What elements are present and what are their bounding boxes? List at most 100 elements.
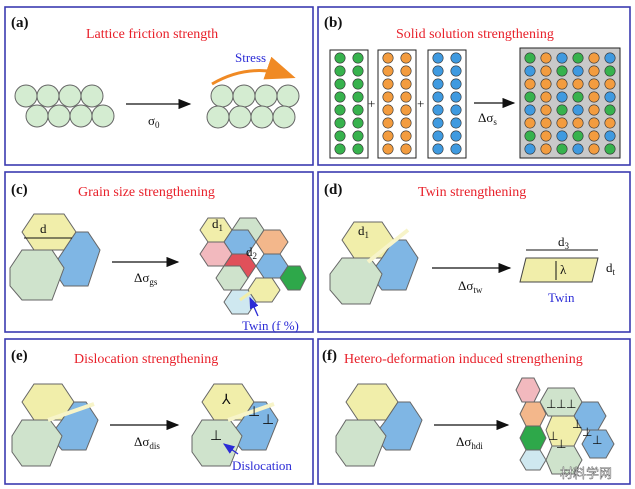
panel-d-title: Twin strengthening [418,185,526,200]
orange-atom [382,117,394,129]
mixed-atom [604,65,616,77]
orange-atom [400,78,412,90]
blue-atom [432,117,444,129]
mixed-atom [604,117,616,129]
panel-a-frame [4,6,314,166]
mixed-atom [540,117,552,129]
twin-plate [519,257,599,283]
mixed-atom [556,143,568,155]
blue-atom [450,91,462,103]
mixed-atom [524,78,536,90]
mixed-atom [556,91,568,103]
orange-atom [382,52,394,64]
mixed-atom [604,52,616,64]
svg-text:⊥: ⊥ [556,437,566,451]
orange-atom-block [377,49,417,159]
mixed-atom [524,52,536,64]
mixed-atom-block [519,47,621,159]
mixed-atom [588,91,600,103]
mixed-atom [540,143,552,155]
mixed-atom [540,52,552,64]
panel-c-label: (c) [11,182,28,198]
orange-atom [400,130,412,142]
panel-b-label: (b) [324,15,342,31]
green-atom [334,143,346,155]
green-atom [352,78,364,90]
svg-text:⊥: ⊥ [546,397,556,411]
panel-a-title: Lattice friction strength [86,27,218,42]
mixed-atom [540,65,552,77]
mixed-atom [524,130,536,142]
mixed-atom [556,104,568,116]
mixed-atom [588,65,600,77]
twin-d3-label: d3 [558,234,570,251]
blue-atom-block [427,49,467,159]
green-atom [352,104,364,116]
panel-d-frame [317,171,631,333]
dislocation-pointer [222,443,239,455]
green-atom [334,65,346,77]
band-e-left [47,402,95,422]
grain-d-label: d [40,221,47,236]
grain-left [9,213,101,301]
orange-atom [400,65,412,77]
orange-atoms [382,52,412,155]
grain-d1-label: d1 [212,216,223,233]
mixed-atom [524,65,536,77]
twin-band-d [366,228,410,264]
mixed-atom [540,78,552,90]
orange-atom [400,117,412,129]
dislocation-symbols: ⅄ ⊥ ⊥ ⊥ [210,392,274,444]
mixed-atom [524,91,536,103]
svg-text:⊥: ⊥ [548,429,558,443]
green-atom [352,65,364,77]
mixed-atom [604,104,616,116]
green-atom [334,117,346,129]
panel-e-label: (e) [11,348,28,364]
green-atom [334,91,346,103]
orange-atom [382,143,394,155]
plus-2: + [417,96,424,111]
green-atom [334,52,346,64]
orange-atom [382,78,394,90]
blue-atom [432,143,444,155]
watermark: 材料学网 [560,466,612,482]
mixed-atom [604,130,616,142]
blue-atoms [432,52,462,155]
mixed-atom [524,104,536,116]
panel-e-frame [4,338,314,485]
delta-sigma-gs-label: Δσgs [134,270,158,287]
panel-f-frame [317,338,631,485]
mixed-atom [540,91,552,103]
panel-c-frame [4,171,314,333]
blue-atom [432,130,444,142]
blue-atom [450,117,462,129]
grain-mosaic [199,217,307,315]
blue-atom [432,52,444,64]
mixed-atom [572,91,584,103]
panel-c-title: Grain size strengthening [78,185,215,200]
green-atom [334,78,346,90]
mixed-atoms [524,52,616,155]
mixed-atom [556,78,568,90]
orange-atom [382,65,394,77]
stress-label: Stress [235,50,266,65]
green-atom [352,130,364,142]
panel-d-label: (d) [324,182,342,198]
mixed-atom [588,78,600,90]
green-atom-block [329,49,369,159]
twin-lambda-label: λ [560,262,567,277]
delta-sigma-hdi-label: Δσhdi [456,434,483,451]
green-atom [352,52,364,64]
panel-b-title: Solid solution strengthening [396,27,554,42]
twin-f-label: Twin (f %) [242,318,299,333]
dislocation-grains-right [191,383,279,467]
blue-atom [432,104,444,116]
svg-text:⊥: ⊥ [592,433,602,447]
twin-d1-label: d1 [358,223,369,240]
blue-atom [450,104,462,116]
orange-atom [382,130,394,142]
grain-d2-label: d2 [246,244,257,261]
mixed-atom [556,65,568,77]
